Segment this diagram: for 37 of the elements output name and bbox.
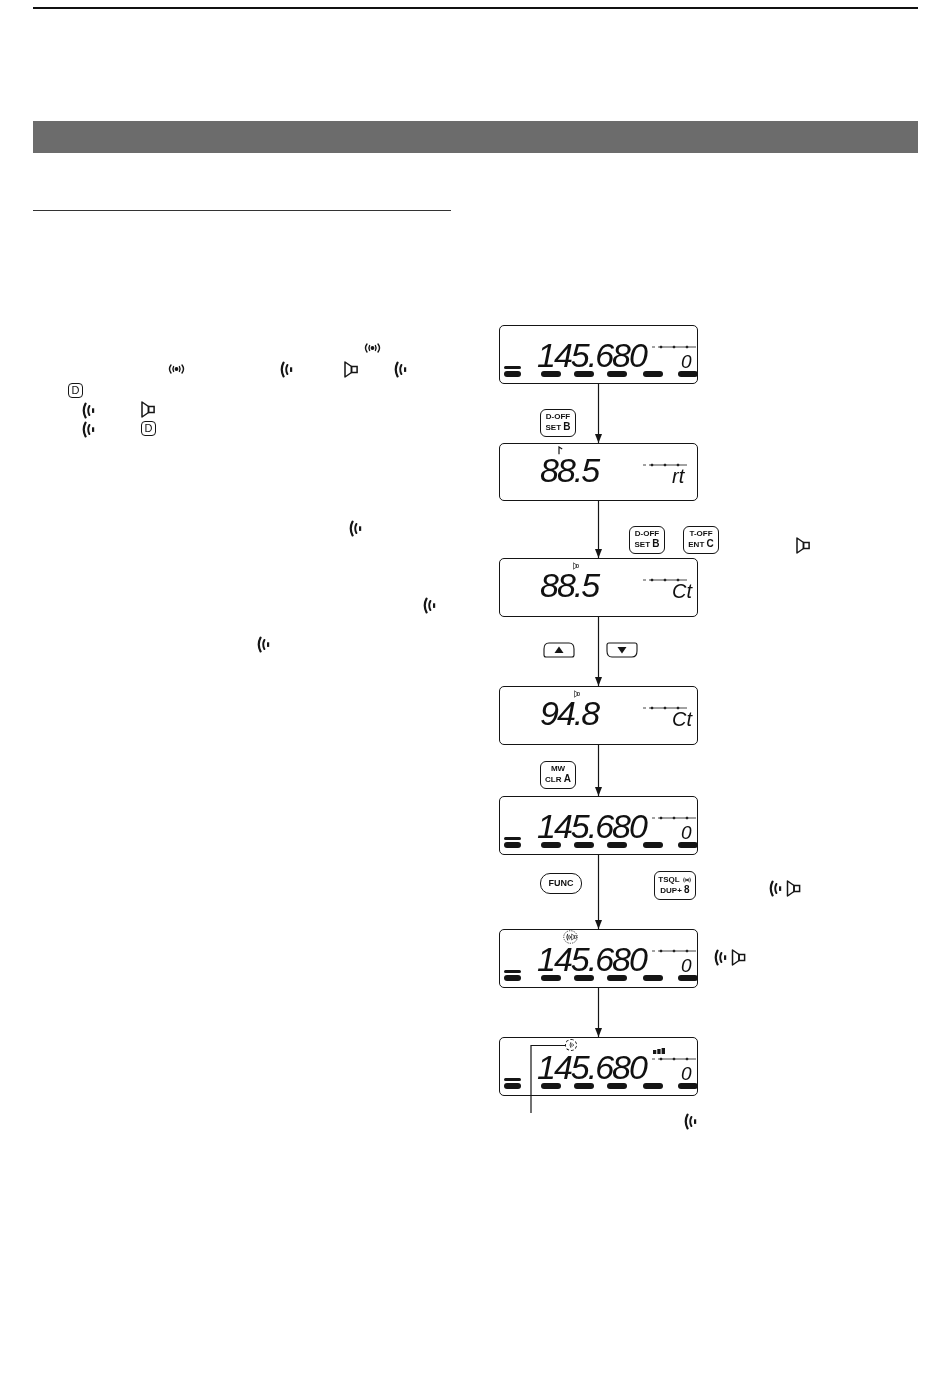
boxed-letter-symbol: D	[68, 383, 83, 398]
arrow	[595, 616, 602, 687]
keypad-key: MW CLR A	[540, 761, 576, 789]
lcd-display	[499, 796, 698, 855]
arrow	[595, 987, 602, 1038]
arrow	[595, 500, 602, 559]
arrow	[595, 744, 602, 797]
keypad-key: D-OFF SET B	[540, 409, 576, 437]
arrow	[595, 854, 602, 930]
lcd-small-readout: rt	[672, 468, 686, 485]
boxed-letter-symbol: D	[141, 421, 156, 436]
keypad-key: T-OFF ENT C	[683, 526, 719, 554]
lcd-display	[499, 443, 698, 501]
arrow	[595, 383, 602, 444]
lcd-small-readout: 0	[681, 825, 693, 842]
lcd-display	[499, 929, 698, 988]
lcd-display	[499, 558, 698, 617]
lcd-readout: 88.5	[540, 456, 600, 485]
lcd-readout: 145.680	[537, 945, 648, 974]
lcd-small-readout: 0	[681, 1066, 693, 1083]
lcd-small-readout: Ct	[672, 583, 694, 600]
section-title-band	[33, 121, 918, 153]
keypad-key: FUNC	[540, 873, 582, 894]
lcd-readout: 145.680	[537, 812, 648, 841]
keypad-key: TSQL DUP+ 8	[654, 871, 696, 900]
lcd-small-readout: 0	[681, 354, 693, 371]
lcd-small-readout: 0	[681, 958, 693, 975]
keypad-key: D-OFF SET B	[629, 526, 665, 554]
lcd-display	[499, 325, 698, 384]
lcd-small-readout: Ct	[672, 711, 694, 728]
leader-line	[530, 1044, 567, 1114]
lcd-readout: 145.680	[537, 1053, 648, 1082]
lcd-readout: 94.8	[540, 699, 600, 728]
lcd-display	[499, 1037, 698, 1096]
lcd-display	[499, 686, 698, 745]
lcd-readout: 145.680	[537, 341, 648, 370]
lcd-readout: 88.5	[540, 571, 600, 600]
